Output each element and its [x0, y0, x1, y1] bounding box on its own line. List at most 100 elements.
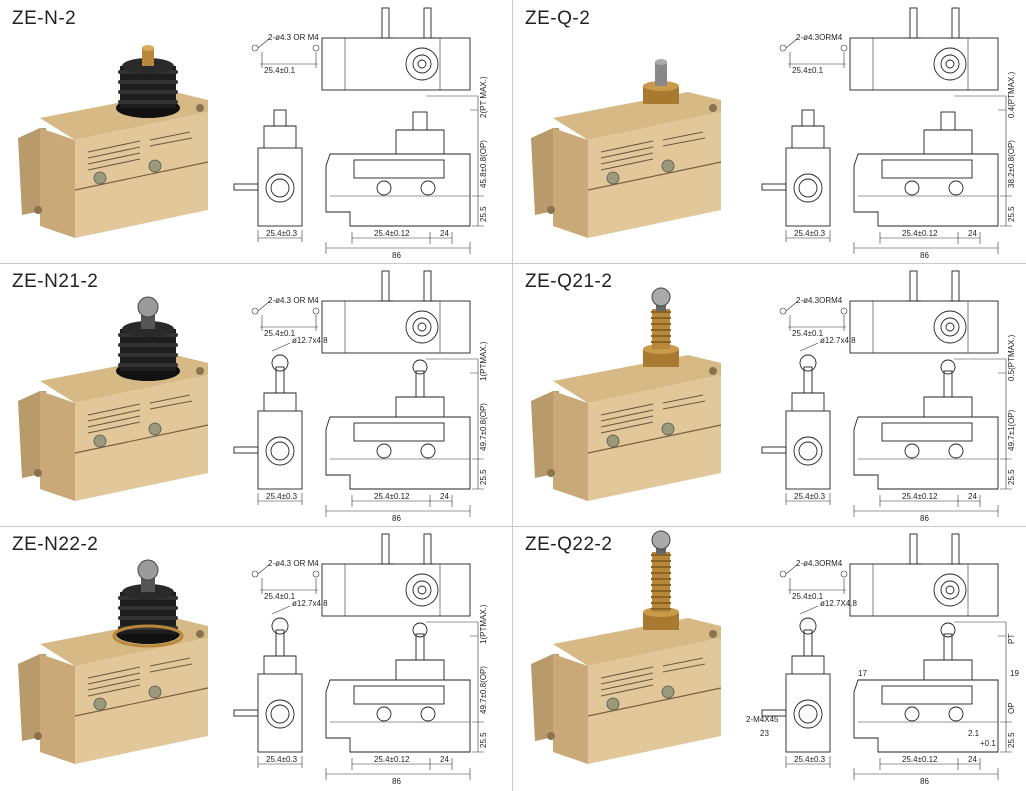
terminal-pin [423, 270, 432, 302]
label-text-line [600, 415, 654, 428]
mount-pitch-label: 25.4±0.12 [902, 492, 938, 501]
front-cap [263, 125, 297, 148]
top-outline [849, 37, 999, 91]
leader-line [271, 605, 291, 615]
dim-86-label: 86 [392, 777, 401, 786]
pitch-extline [261, 315, 317, 331]
front-boss [793, 436, 823, 466]
terminal-pin [381, 270, 390, 302]
terminal-pin [423, 7, 432, 39]
op-label: OP [1007, 702, 1016, 714]
stem-thread [651, 608, 671, 610]
front-boss [793, 173, 823, 203]
boot-rib [118, 100, 178, 104]
side-outline [325, 679, 471, 753]
side-window [353, 422, 445, 442]
width-dimline [257, 230, 303, 242]
pt-dimline [954, 95, 1007, 110]
top-boss-core [945, 59, 955, 69]
top-boss-inner [412, 54, 432, 74]
side-outline [325, 153, 471, 227]
boot-rib [118, 363, 178, 367]
stem-thread [651, 602, 671, 604]
pt-dimline [954, 621, 1007, 636]
hole-symbol [779, 44, 787, 52]
side-window [881, 159, 973, 179]
side-window [353, 685, 445, 705]
side-stem [415, 633, 425, 661]
leader-line [257, 300, 271, 312]
plunger-tip [655, 59, 667, 65]
top-boss-core [417, 585, 427, 595]
leader-line [799, 605, 819, 615]
terminal-pin [951, 7, 960, 39]
side-screw [904, 180, 920, 196]
label-text-line [87, 403, 141, 416]
top-divider [344, 301, 441, 353]
label-text-line [600, 672, 654, 685]
side-outline [325, 416, 471, 490]
leader-line [785, 300, 799, 312]
dim-86-label: 86 [920, 514, 929, 523]
front-stem [803, 629, 813, 657]
top-boss-inner [412, 317, 432, 337]
front-view: ø12.7x4.825.4±0.3 [233, 336, 328, 505]
front-body [257, 673, 303, 753]
dim-17-label: 17 [858, 669, 867, 678]
label-text-line [87, 140, 141, 153]
pitch-label: 25.4±0.1 [264, 592, 296, 601]
width-dimline [785, 756, 831, 768]
pt-label: 0.5(PTMAX.) [1007, 334, 1016, 381]
side-cap [395, 396, 445, 417]
stem-thread [651, 596, 671, 598]
front-pin [233, 446, 259, 454]
thread-label: 2-M4X45 [746, 715, 779, 724]
op-label: 49.7±0.8(OP) [479, 666, 488, 714]
side-stem [415, 370, 425, 398]
top-boss-core [417, 322, 427, 332]
front-roller [799, 617, 817, 635]
width-dimline [785, 493, 831, 505]
front-boss-inner [270, 178, 290, 198]
grid-divider [512, 0, 513, 791]
mount-hole [34, 732, 42, 740]
width-dimline [785, 230, 831, 242]
terminal-screw [606, 434, 620, 448]
dim-86-label: 86 [392, 251, 401, 260]
pitch-label: 25.4±0.1 [264, 66, 296, 75]
top-boss [933, 310, 967, 344]
side-cap [395, 659, 445, 680]
terminal-screw [148, 159, 162, 173]
pt-label: 0.4(PTMAX.) [1007, 71, 1016, 118]
top-divider [344, 564, 441, 616]
front-view: ø12.7x4.825.4±0.3 [233, 599, 328, 768]
mount-dimline [879, 758, 981, 770]
front-cap [791, 655, 825, 674]
stem-thread [651, 560, 671, 562]
leader-line [271, 342, 291, 352]
housing-front [588, 375, 721, 501]
leader-line [799, 342, 819, 352]
pitch-extline [789, 315, 845, 331]
hole-note-label: 2-ø4.3ORM4 [796, 296, 843, 305]
housing-side [553, 654, 588, 764]
housing-side [40, 391, 75, 501]
housing-side [40, 654, 75, 764]
terminal-pin [909, 7, 918, 39]
terminal-pin [951, 270, 960, 302]
side-screw [948, 706, 964, 722]
side-plunger [940, 111, 956, 131]
mount-hole [34, 469, 42, 477]
side-screw [904, 443, 920, 459]
